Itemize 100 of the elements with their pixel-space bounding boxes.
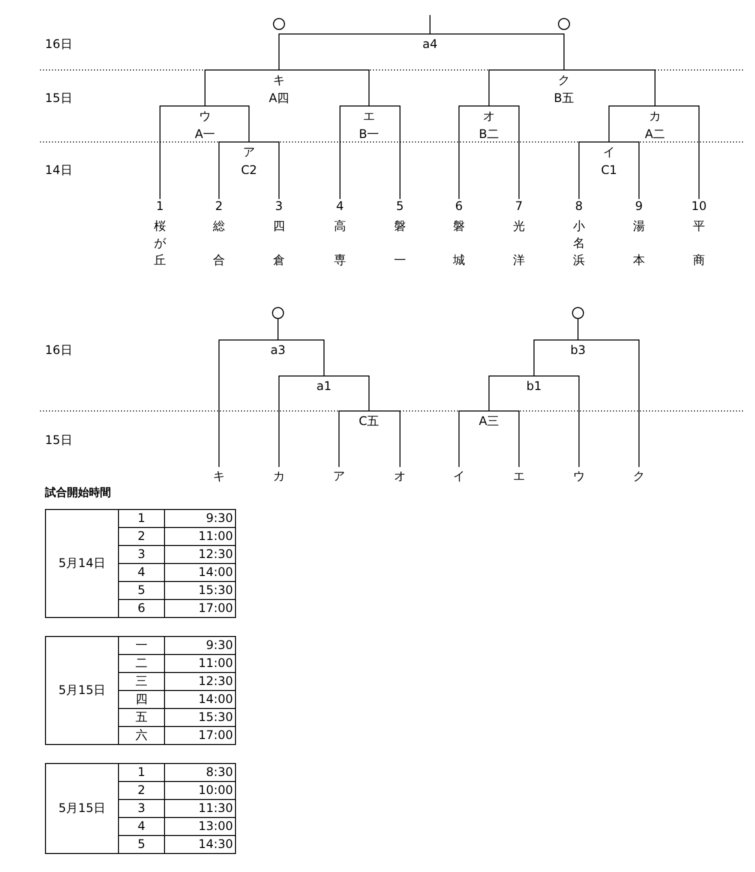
bracket-line — [654, 106, 700, 200]
time-slot-code: A二 — [644, 126, 666, 143]
game-number-cell: 4 — [118, 564, 164, 582]
time-slot-code: B二 — [478, 126, 500, 143]
day-label: 16日 — [45, 342, 72, 359]
game-number-cell: 二 — [118, 654, 164, 672]
match-code: オ — [482, 108, 496, 125]
entry-code: オ — [394, 467, 406, 485]
time-slot-code: A四 — [268, 90, 290, 107]
game-number-cell: 6 — [118, 600, 164, 618]
start-time-cell: 8:30 — [164, 764, 236, 782]
day-label: 15日 — [45, 90, 72, 107]
entry-number: 2 — [214, 199, 224, 213]
date-cell: 5月15日 — [46, 636, 118, 744]
bracket-line — [278, 376, 324, 468]
bracket-line — [564, 70, 656, 106]
start-time-cell: 17:00 — [164, 600, 236, 618]
bracket-line — [608, 142, 640, 200]
bracket-line — [204, 106, 250, 142]
start-time-cell: 12:30 — [164, 672, 236, 690]
match-code: ウ — [198, 108, 212, 125]
school-name: 磐城 — [453, 219, 465, 267]
start-time-cell: 11:00 — [164, 654, 236, 672]
circle-icon — [272, 307, 284, 319]
start-time-cell: 15:30 — [164, 582, 236, 600]
bracket-line — [218, 142, 250, 200]
match-code: a1 — [316, 376, 332, 395]
bracket-line — [204, 70, 280, 106]
game-number-cell: 1 — [118, 510, 164, 528]
start-time-cell: 13:00 — [164, 818, 236, 836]
start-time-cell: 9:30 — [164, 510, 236, 528]
match-code: ア — [242, 144, 256, 161]
bracket-line — [278, 70, 370, 106]
bracket-line — [368, 410, 400, 468]
bracket-line — [218, 340, 278, 468]
entry-number: 4 — [335, 199, 345, 213]
entry-number: 9 — [634, 199, 644, 213]
bracket-line — [458, 410, 490, 468]
entry-code: キ — [213, 467, 225, 485]
time-slot-code: B五 — [554, 90, 574, 107]
time-slot-code: A一 — [194, 126, 216, 143]
bracket-line — [338, 410, 370, 468]
game-number-cell: 四 — [118, 690, 164, 708]
entry-code: ウ — [573, 467, 585, 485]
entry-number: 8 — [574, 199, 584, 213]
start-time-cell: 14:00 — [164, 564, 236, 582]
bracket-line — [488, 70, 564, 106]
bracket-line — [534, 340, 578, 376]
match-code: b1 — [526, 376, 542, 395]
school-name: 高専 — [334, 219, 346, 267]
day-label: 14日 — [45, 162, 72, 179]
bracket-line — [278, 34, 430, 70]
entry-code: エ — [513, 467, 525, 485]
entry-number: 7 — [514, 199, 524, 213]
start-time-cell: 10:00 — [164, 782, 236, 800]
match-code: A三 — [478, 411, 500, 430]
table-heading: 試合開始時間 — [45, 485, 111, 501]
bracket-line — [488, 410, 520, 468]
bracket-line — [160, 106, 206, 200]
game-number-cell: 2 — [118, 528, 164, 546]
school-name: 四倉 — [273, 219, 285, 267]
match-code: エ — [362, 108, 376, 125]
bracket-line — [578, 340, 640, 468]
start-time-cell: 11:00 — [164, 528, 236, 546]
bracket-line — [340, 106, 370, 200]
school-name: 桜が丘 — [154, 219, 166, 267]
game-number-cell: 5 — [118, 836, 164, 854]
time-slot-code: C2 — [241, 162, 257, 179]
match-code: b3 — [570, 340, 586, 359]
time-slot-code: B一 — [358, 126, 380, 143]
bracket-line — [430, 34, 564, 70]
entry-code: イ — [453, 467, 465, 485]
date-cell: 5月15日 — [46, 764, 118, 854]
bracket-line — [534, 376, 580, 468]
match-code: a4 — [422, 34, 438, 53]
school-name: 磐一 — [394, 219, 406, 267]
match-code: イ — [602, 144, 616, 161]
bracket-line — [248, 142, 280, 200]
bracket-line — [324, 376, 370, 412]
match-code: カ — [648, 108, 662, 125]
match-code: ク — [557, 72, 571, 89]
start-time-cell: 12:30 — [164, 546, 236, 564]
bracket-line — [368, 106, 400, 200]
start-time-cell: 9:30 — [164, 636, 236, 654]
entry-number: 1 — [155, 199, 165, 213]
circle-icon — [572, 307, 584, 319]
match-code: a3 — [270, 340, 286, 359]
day-label: 16日 — [45, 36, 72, 53]
game-number-cell: 4 — [118, 818, 164, 836]
game-number-cell: 六 — [118, 726, 164, 744]
day-label: 15日 — [45, 432, 72, 449]
school-name: 小名浜 — [573, 219, 585, 267]
game-number-cell: 1 — [118, 764, 164, 782]
entry-number: 3 — [274, 199, 284, 213]
game-number-cell: 3 — [118, 800, 164, 818]
entry-number: 10 — [691, 199, 707, 213]
game-number-cell: 2 — [118, 782, 164, 800]
start-time-cell: 15:30 — [164, 708, 236, 726]
entry-code: ク — [633, 467, 645, 485]
game-number-cell: 三 — [118, 672, 164, 690]
